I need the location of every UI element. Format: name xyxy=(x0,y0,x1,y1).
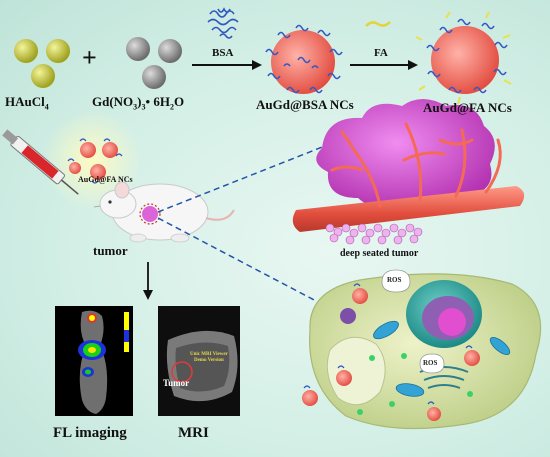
augd-fa-nanocluster xyxy=(415,11,512,105)
mri-image-panel xyxy=(158,306,240,416)
synthesis-arrow-1 xyxy=(192,60,262,70)
gd-precursor-spheres xyxy=(126,37,182,89)
cancer-cell-illustration xyxy=(302,273,542,430)
haucl4-label: HAuCl4 xyxy=(5,94,49,112)
fl-imaging-label: FL imaging xyxy=(53,425,127,441)
zoom-lines xyxy=(157,139,341,303)
fa-ligand-icon xyxy=(365,21,391,27)
mri-watermark: Unic MRI Viewer Demo Version xyxy=(190,352,228,363)
tumor-tissue-illustration xyxy=(292,99,525,245)
ros-label-1: ROS xyxy=(387,276,402,284)
mri-tumor-label: Tumor xyxy=(163,378,190,388)
mouse-tumor-marker xyxy=(139,203,161,225)
bsa-step-label: BSA xyxy=(212,47,234,59)
injection-label: AuGd@FA NCs xyxy=(78,175,133,184)
augd-bsa-label: AuGd@BSA NCs xyxy=(256,97,354,112)
mri-label: MRI xyxy=(178,425,209,441)
synthesis-arrow-2 xyxy=(350,60,418,70)
tumor-label: tumor xyxy=(93,243,128,258)
gd-nitrate-label: Gd(NO3)3• 6H2O xyxy=(92,94,185,112)
plus-sign: + xyxy=(82,43,97,72)
ros-bubble-2 xyxy=(419,353,445,374)
deep-tumor-label: deep seated tumor xyxy=(340,248,419,259)
ros-bubble-1 xyxy=(381,269,411,293)
fl-image-panel xyxy=(55,306,133,416)
augd-fa-label: AuGd@FA NCs xyxy=(423,100,512,115)
au-precursor-spheres xyxy=(14,39,70,88)
bsa-protein-icon xyxy=(207,7,239,39)
fa-step-label: FA xyxy=(374,47,388,59)
syringe-icon xyxy=(2,129,79,195)
injected-nanoclusters xyxy=(67,138,123,184)
augd-bsa-nanocluster xyxy=(265,24,343,94)
ros-label-2: ROS xyxy=(423,359,438,367)
imaging-arrow xyxy=(143,262,153,300)
mouse-illustration xyxy=(93,181,235,243)
